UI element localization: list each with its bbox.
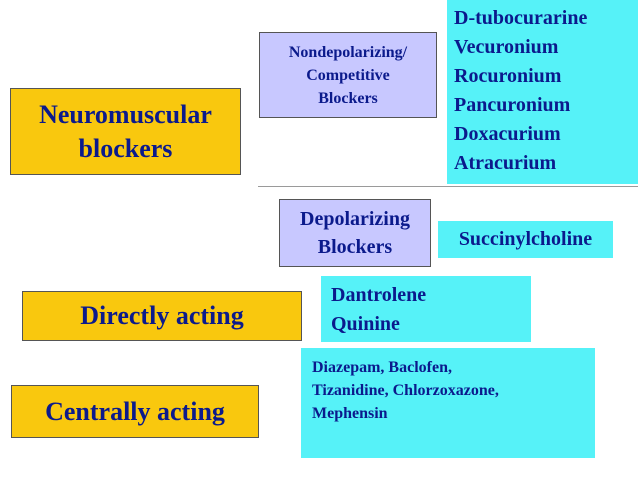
central-drugs-line1: Diazepam, Baclofen, <box>312 359 452 376</box>
drug-doxacurium: Doxacurium <box>454 123 561 145</box>
nondepolarizing-label-line3: Blockers <box>318 89 378 107</box>
depolarizing-label-line2: Blockers <box>317 236 393 258</box>
drug-succinylcholine: Succinylcholine <box>458 228 593 250</box>
centrally-acting-label: Centrally acting <box>45 396 225 426</box>
central-drugs-line2: Tizanidine, Chlorzoxazone, <box>312 382 499 399</box>
drug-atracurium: Atracurium <box>454 152 557 174</box>
depolarizing-blockers-box: Depolarizing Blockers <box>279 199 431 267</box>
direct-drugs-box: Dantrolene Quinine <box>321 276 531 342</box>
section-divider <box>258 186 638 187</box>
drug-vecuronium: Vecuronium <box>454 36 559 58</box>
central-drugs-box: Diazepam, Baclofen, Tizanidine, Chlorzox… <box>301 348 595 458</box>
drug-d-tubocurarine: D-tubocurarine <box>454 7 588 29</box>
central-drugs-line3: Mephensin <box>312 405 388 422</box>
depolarizing-label-line1: Depolarizing <box>300 208 410 230</box>
neuromuscular-blockers-box: Neuromuscular blockers <box>10 88 241 175</box>
succinylcholine-box: Succinylcholine <box>438 221 613 258</box>
nondepolarizing-drugs-box: D-tubocurarine Vecuronium Rocuronium Pan… <box>447 0 638 184</box>
neuromuscular-label-line2: blockers <box>78 133 173 163</box>
drug-rocuronium: Rocuronium <box>454 65 562 87</box>
drug-pancuronium: Pancuronium <box>454 94 571 116</box>
neuromuscular-label-line1: Neuromuscular <box>39 99 212 129</box>
drug-quinine: Quinine <box>331 313 400 335</box>
centrally-acting-box: Centrally acting <box>11 385 259 438</box>
nondepolarizing-blockers-box: Nondepolarizing/ Competitive Blockers <box>259 32 437 118</box>
drug-dantrolene: Dantrolene <box>331 284 427 306</box>
nondepolarizing-label-line2: Competitive <box>306 66 390 84</box>
nondepolarizing-label-line1: Nondepolarizing/ <box>288 43 408 61</box>
directly-acting-label: Directly acting <box>80 301 244 330</box>
directly-acting-box: Directly acting <box>22 291 302 341</box>
